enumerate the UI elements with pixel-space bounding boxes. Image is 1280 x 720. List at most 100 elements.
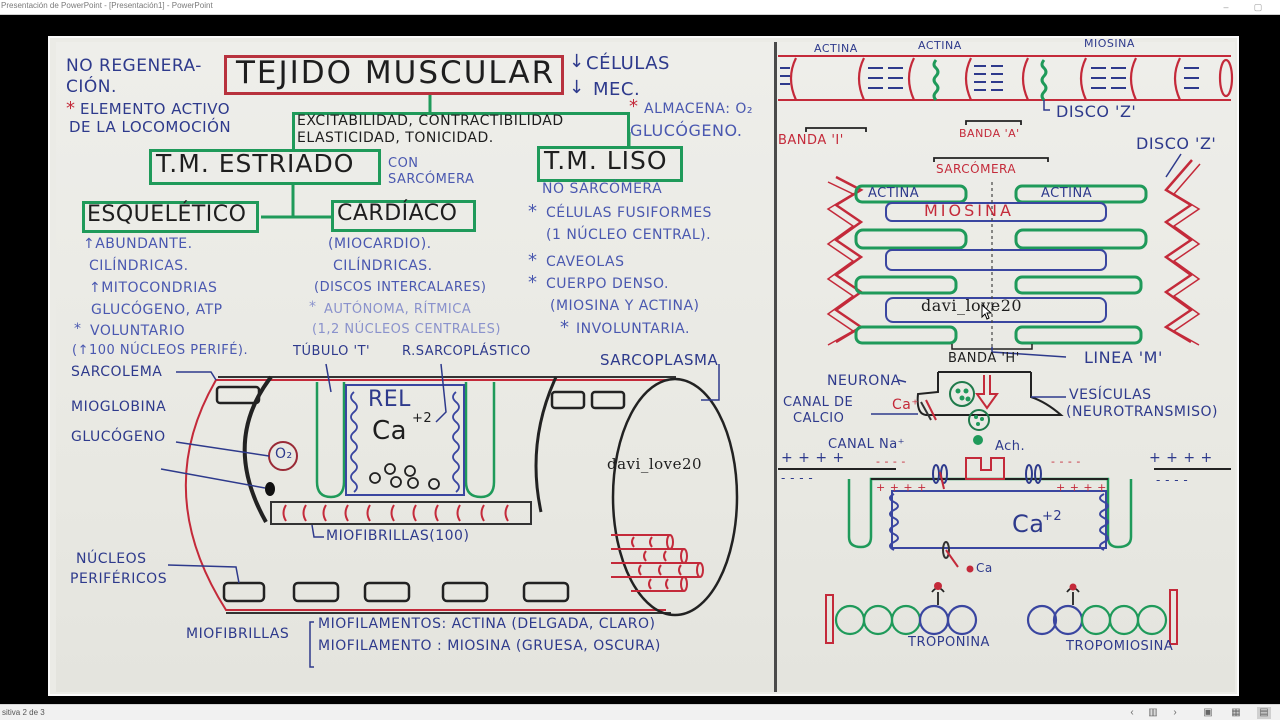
properties-line1: EXCITABILIDAD, CONTRACTIBILIDAD (297, 113, 564, 129)
calcium-charge: +2 (412, 411, 433, 426)
slide-sorter-view-icon[interactable]: ▦ (1231, 707, 1241, 718)
status-bar: sitiva 2 de 3 ‹ ▥ › ▣ ▦ ▤ (0, 704, 1280, 720)
skeletal-item: (↑100 NÚCLEOS PERIFÉ). (72, 343, 249, 358)
label-ca-ion: Ca⁺ (892, 397, 920, 413)
skeletal-item: ↑MITOCONDRIAS (89, 280, 218, 296)
smooth-item: INVOLUNTARIA. (576, 321, 690, 337)
label-calcium-channel-line1: CANAL DE (783, 395, 854, 410)
previous-slide-icon[interactable]: ‹ (1130, 707, 1134, 718)
label-t-tubule: TÚBULO 'T' (293, 344, 371, 359)
striated-note-line2: SARCÓMERA (388, 172, 475, 187)
label-disc-z-2: DISCO 'Z' (1136, 134, 1217, 153)
label-actin-top: ACTINA (814, 42, 858, 55)
whiteboard: NO REGENERA- CIÓN. * ELEMENTO ACTIVO DE … (56, 38, 1235, 692)
minimize-button[interactable]: – (1223, 2, 1229, 12)
minus-signs-junction: - - - - (1051, 455, 1081, 468)
down-arrow-icon: ↓ (569, 51, 585, 72)
asterisk-icon: * (560, 317, 570, 338)
mouse-cursor-icon (981, 304, 993, 320)
window-title: Presentación de PowerPoint - [Presentaci… (1, 1, 213, 10)
slide-stage: NO REGENERA- CIÓN. * ELEMENTO ACTIVO DE … (0, 16, 1280, 704)
label-tropomyosin: TROPOMIOSINA (1066, 639, 1174, 654)
skeletal-item: ↑ABUNDANTE. (83, 236, 193, 252)
label-band-h: BANDA 'H' (948, 351, 1020, 366)
label-troponin: TROPONINA (908, 635, 990, 650)
down-arrow-icon: ↓ (569, 77, 585, 98)
label-sarcoplasm: SARCOPLASMA (600, 351, 719, 369)
smooth-title: T.M. LISO (544, 146, 668, 175)
smooth-item: NO SARCÓMERA (542, 181, 663, 197)
label-sarcomere: SARCÓMERA (936, 162, 1017, 176)
label-actin-left: ACTINA (868, 186, 920, 201)
smooth-item: CÉLULAS FUSIFORMES (546, 205, 712, 221)
notes-icon[interactable]: ▥ (1148, 707, 1158, 718)
window-title-bar: Presentación de PowerPoint - [Presentaci… (0, 0, 1280, 15)
label-vesicles-line1: VESÍCULAS (1069, 387, 1152, 403)
asterisk-icon: * (629, 96, 639, 117)
label-myofibrils: MIOFIBRILLAS(100) (326, 528, 470, 544)
label-myosin-top: MIOSINA (1084, 37, 1135, 50)
watermark-text: davi_love20 (607, 455, 703, 473)
title-box (224, 55, 564, 95)
o2-symbol: O₂ (275, 446, 293, 462)
slide-whiteboard[interactable]: NO REGENERA- CIÓN. * ELEMENTO ACTIVO DE … (48, 36, 1239, 696)
stores-o2: ALMACENA: O₂ (644, 101, 754, 117)
label-band-a: BANDA 'A' (959, 127, 1020, 140)
properties-line2: ELASTICIDAD, TONICIDAD. (297, 130, 494, 146)
label-myosin: MIOSINA (924, 201, 1014, 220)
asterisk-icon: * (66, 98, 76, 119)
label-nuclei-line2: PERIFÉRICOS (70, 571, 168, 587)
slide-counter: sitiva 2 de 3 (2, 708, 45, 717)
label-line-m: LINEA 'M' (1084, 348, 1163, 367)
label-sarcolemma: SARCOLEMA (71, 364, 163, 380)
label-actin-right: ACTINA (1041, 186, 1093, 201)
page-title: TEJIDO MUSCULAR (236, 55, 556, 91)
label-glycogen: GLUCÓGENO (71, 429, 166, 445)
skeletal-item: VOLUNTARIO (90, 323, 186, 339)
plus-signs-right: + + + + (1149, 450, 1213, 466)
no-regeneration-line1: NO REGENERA- (66, 56, 202, 76)
calcium-label: Ca (372, 416, 408, 446)
label-disc-z: DISCO 'Z' (1056, 102, 1137, 121)
label-band-i: BANDA 'I' (778, 133, 844, 148)
minus-signs-right: - - - - (1156, 473, 1189, 487)
cardiac-item: CILÍNDRICAS. (333, 258, 433, 274)
cardiac-title: CARDÍACO (337, 201, 458, 226)
label-calcium-channel-line2: CALCIO (793, 411, 845, 426)
label-calcium-free: Ca (976, 561, 993, 575)
myofibrils-def-line1: MIOFILAMENTOS: ACTINA (DELGADA, CLARO) (318, 616, 656, 632)
smooth-item: CUERPO DENSO. (546, 276, 669, 292)
skeletal-title: ESQUELÉTICO (87, 202, 247, 227)
next-slide-icon[interactable]: › (1173, 707, 1177, 718)
label-na-channel: CANAL Na⁺ (828, 437, 906, 452)
cardiac-item: (DISCOS INTERCALARES) (314, 280, 487, 295)
smooth-item: (MIOSINA Y ACTINA) (550, 298, 700, 314)
striated-box (149, 149, 381, 185)
myofibrils-def-line2: MIOFILAMENTO : MIOSINA (GRUESA, OSCURA) (318, 638, 661, 654)
smooth-item: CAVEOLAS (546, 254, 625, 270)
active-element-line2: DE LA LOCOMOCIÓN (69, 118, 232, 136)
minus-signs-junction: - - - - (876, 455, 906, 468)
skeletal-box (82, 201, 259, 233)
normal-view-icon[interactable]: ▣ (1203, 707, 1213, 718)
asterisk-icon: * (74, 321, 82, 337)
plus-signs-junction: + + + + (876, 481, 927, 494)
asterisk-icon: * (528, 250, 538, 271)
rel-label: REL (368, 387, 411, 412)
decrease-mec: MEC. (593, 79, 641, 100)
skeletal-item: CILÍNDRICAS. (89, 258, 189, 274)
striated-title: T.M. ESTRIADO (156, 149, 355, 178)
restore-button[interactable]: ▢ (1253, 2, 1263, 12)
cardiac-item: (1,2 NÚCLEOS CENTRALES) (312, 322, 501, 337)
striated-note-line1: CON (388, 156, 419, 171)
minus-signs-left: - - - - (781, 471, 814, 485)
label-sarcoplasmic-reticulum: R.SARCOPLÁSTICO (402, 344, 531, 359)
skeletal-item: GLUCÓGENO, ATP (91, 302, 223, 318)
watermark-text-right: davi_love20 (921, 296, 1023, 315)
smooth-item: (1 NÚCLEO CENTRAL). (546, 227, 712, 243)
plus-signs-junction: + + + + (1056, 481, 1107, 494)
reading-view-icon[interactable]: ▤ (1257, 707, 1271, 719)
active-element-line1: ELEMENTO ACTIVO (80, 100, 231, 118)
cardiac-box (331, 200, 476, 232)
properties-box (292, 112, 630, 149)
